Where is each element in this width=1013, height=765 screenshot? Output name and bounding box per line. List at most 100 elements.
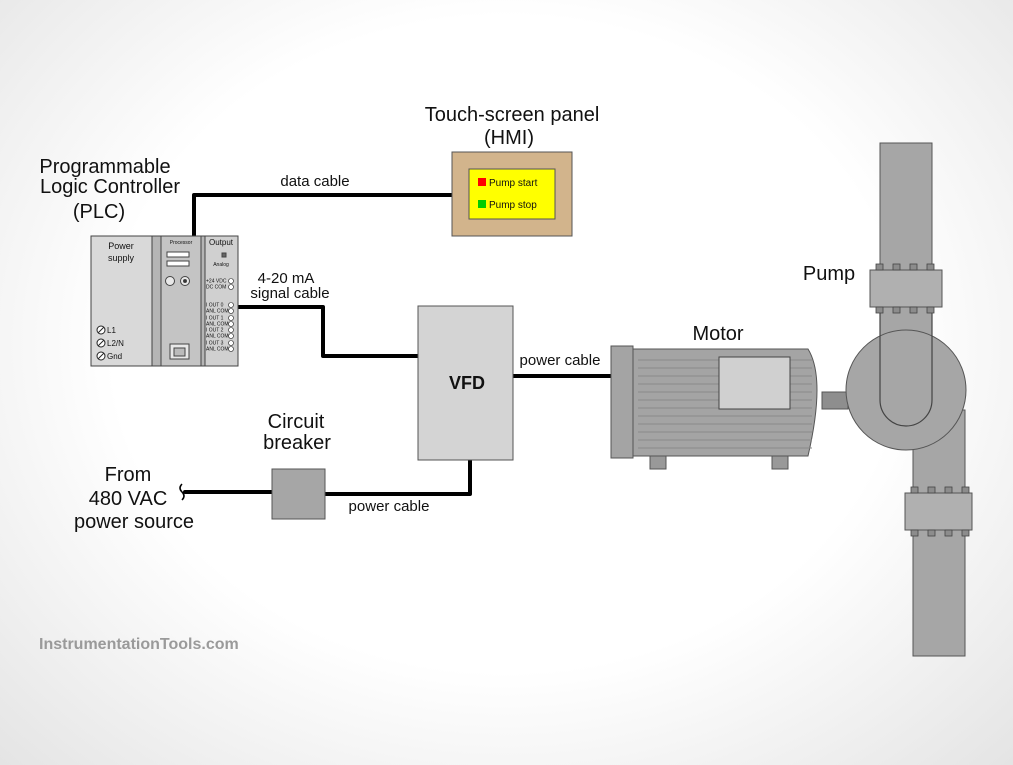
power-supply-label: Power	[108, 241, 134, 251]
signal-cable-label: 4-20 mA	[258, 270, 315, 287]
flange-bolt	[926, 263, 935, 271]
output-terminal-screw	[228, 315, 234, 321]
output-terminal-label: ANL COM	[206, 334, 229, 340]
output-indicator	[221, 252, 227, 258]
pump-start-button: Pump start	[489, 178, 538, 189]
power-supply-terminals	[96, 325, 106, 361]
hmi-title: Touch-screen panel	[425, 104, 600, 126]
flange-bolt	[926, 306, 935, 314]
hmi-title: (HMI)	[484, 127, 534, 149]
pump-stop-button: Pump stop	[489, 200, 537, 211]
processor-label: Processor	[170, 240, 193, 246]
terminal-label-l2n: L2/N	[107, 339, 124, 348]
data-cable-label: data cable	[280, 173, 349, 190]
motor-nameplate	[718, 356, 791, 410]
output-module-label: Output	[209, 238, 234, 247]
motor-shaft	[821, 391, 849, 410]
output-terminal-screw	[228, 327, 234, 333]
power-cable-label: power cable	[520, 352, 601, 369]
processor-connector-inner	[173, 347, 186, 357]
plc	[90, 235, 239, 367]
terminal-label-l1: L1	[107, 326, 116, 335]
flange-bolt	[944, 486, 953, 494]
flange-bolt	[910, 486, 919, 494]
output-module-type: Analog	[213, 262, 229, 268]
power-cable-breaker-to-vfd	[323, 458, 472, 496]
hmi-screen	[468, 168, 556, 220]
flange-bolt	[875, 263, 884, 271]
flange-bolt	[892, 306, 901, 314]
cables	[183, 193, 613, 496]
flange-bolt	[927, 486, 936, 494]
output-terminal-label: I OUT 3	[206, 341, 224, 347]
pump-label: Pump	[803, 263, 855, 285]
power-supply-label: supply	[108, 253, 135, 263]
flange-bolt	[909, 306, 918, 314]
lower-flange	[904, 492, 973, 531]
upper-flange	[869, 269, 943, 308]
motor-end-cap	[610, 345, 634, 459]
vfd-label: VFD	[449, 373, 485, 393]
flange-bolts	[875, 263, 970, 537]
power-source-label: From	[105, 464, 152, 486]
output-terminal-screw	[228, 284, 234, 290]
output-terminal-label: ANL COM	[206, 347, 229, 353]
circuit-breaker-label: breaker	[263, 432, 331, 454]
plc-rack-divider	[200, 235, 206, 367]
flange-bolt	[961, 529, 970, 537]
output-terminal-screw	[228, 302, 234, 308]
output-terminal-label: I OUT 0	[206, 303, 224, 309]
pump-stop-indicator	[478, 200, 486, 208]
flange-bolt	[961, 486, 970, 494]
output-terminal-label: I OUT 2	[206, 328, 224, 334]
output-terminal-screw	[228, 278, 234, 284]
circuit-breaker-box	[271, 468, 326, 520]
processor-slot	[166, 260, 190, 267]
flange-bolt	[909, 263, 918, 271]
pipe-upper	[879, 142, 933, 359]
pump-volute	[879, 300, 933, 427]
output-terminal-label: ANL COM	[206, 309, 229, 315]
output-terminal-screw	[228, 340, 234, 346]
plc-title: Logic Controller	[40, 176, 180, 198]
signal-cable-label: signal cable	[250, 285, 329, 302]
pump-start-indicator	[478, 178, 486, 186]
signal-cable	[236, 305, 420, 358]
motor-label: Motor	[692, 323, 743, 345]
processor-port-center	[183, 279, 187, 283]
flange-bolt	[944, 529, 953, 537]
circuit-breaker-label: Circuit	[268, 411, 325, 433]
output-terminal-screw	[228, 308, 234, 314]
vfd-box	[417, 305, 514, 461]
processor-port	[165, 276, 175, 286]
output-terminals	[228, 278, 234, 352]
pump-casing	[845, 329, 967, 451]
power-source-label: 480 VAC	[89, 488, 168, 510]
source-cable-end	[179, 483, 185, 501]
motor	[610, 345, 849, 470]
flange-bolt	[910, 529, 919, 537]
plc-rack-divider	[151, 235, 162, 367]
power-source-label: power source	[74, 511, 194, 533]
pump	[845, 142, 973, 657]
output-terminal-label: DC COM	[206, 285, 226, 291]
hmi	[451, 151, 573, 237]
terminal-label-gnd: Gnd	[107, 352, 122, 361]
output-terminal-screw	[228, 333, 234, 339]
plc-title: Programmable	[39, 156, 170, 178]
output-terminal-label: +24 VDC	[206, 279, 227, 285]
output-terminal-label: I OUT 1	[206, 316, 224, 322]
output-terminal-screw	[228, 346, 234, 352]
flange-bolt	[892, 263, 901, 271]
flange-bolt	[875, 306, 884, 314]
power-cable-label: power cable	[349, 498, 430, 515]
output-terminal-screw	[228, 321, 234, 327]
watermark: InstrumentationTools.com	[39, 636, 239, 653]
plc-title: (PLC)	[73, 201, 125, 223]
flange-bolt	[927, 529, 936, 537]
processor-slot	[166, 251, 190, 258]
pipe-lower	[912, 409, 966, 657]
